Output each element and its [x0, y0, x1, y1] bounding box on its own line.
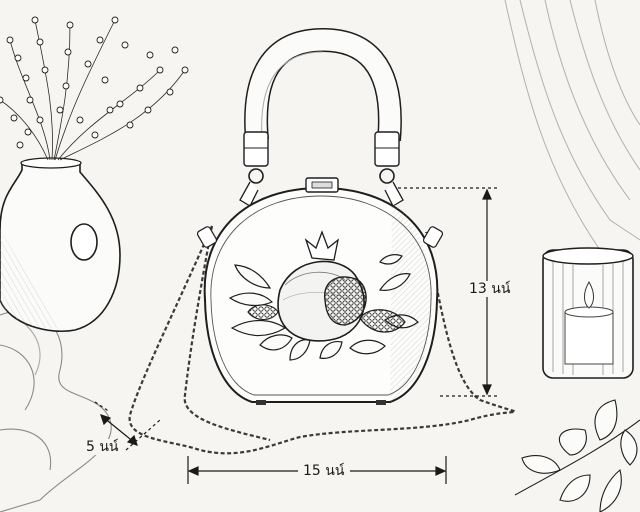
flowers-icon — [0, 16, 189, 161]
candle-icon — [542, 247, 634, 379]
curtain-icon — [504, 0, 640, 251]
width-dimension-label: 15 นน์ — [300, 463, 348, 479]
leaf-icon — [514, 399, 640, 512]
depth-dimension-line — [94, 401, 161, 451]
handbag-icon — [196, 27, 444, 405]
depth-dimension-label: 5 นน์ — [83, 439, 122, 455]
pomegranate-icon — [228, 230, 419, 361]
vase-icon — [0, 157, 121, 332]
height-dimension-label: 13 นน์ — [466, 281, 514, 297]
width-dimension-line — [187, 456, 447, 484]
chain-strap-icon — [128, 225, 516, 455]
cloth — [0, 310, 112, 512]
